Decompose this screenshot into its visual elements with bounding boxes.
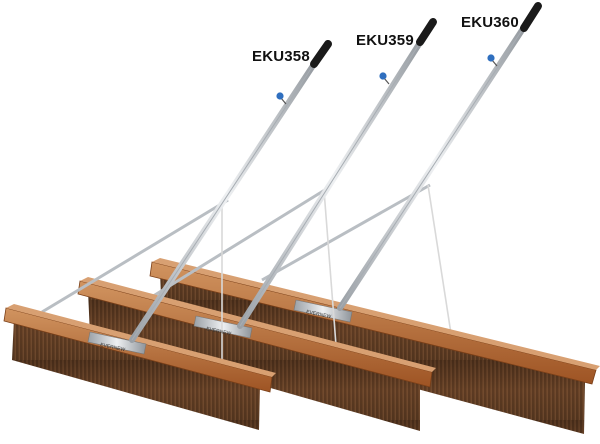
brand-mark-eku359: EVERNEW [206,326,232,337]
brace-bar-eku358 [41,198,229,314]
bristles-eku358 [12,318,260,430]
bracket-plate-eku358 [87,331,147,355]
brand-mark-eku358: EVERNEW [100,342,126,353]
grip-icon-eku359 [416,18,437,46]
brace-bar-eku359 [149,186,329,300]
bracket-plate-eku359 [193,315,253,339]
brand-mark-eku360: EVERNEW [306,309,332,320]
brace-bar-eku360 [261,183,431,282]
model-label-eku358: EKU358 [252,48,310,65]
knob-icon-eku360 [487,54,495,62]
grip-icon-eku360 [520,2,542,32]
knob-icon-eku359 [379,72,387,80]
bristles-eku359 [88,290,420,431]
knob-icon-eku358 [276,92,284,100]
grip-icon-eku358 [310,40,332,68]
support-cord-eku359 [323,189,337,346]
model-label-eku360: EKU360 [461,14,519,31]
broom-eku359 [77,18,437,431]
support-cord-eku360 [427,184,453,341]
model-label-eku359: EKU359 [356,32,414,49]
broom-eku358 [3,40,332,430]
